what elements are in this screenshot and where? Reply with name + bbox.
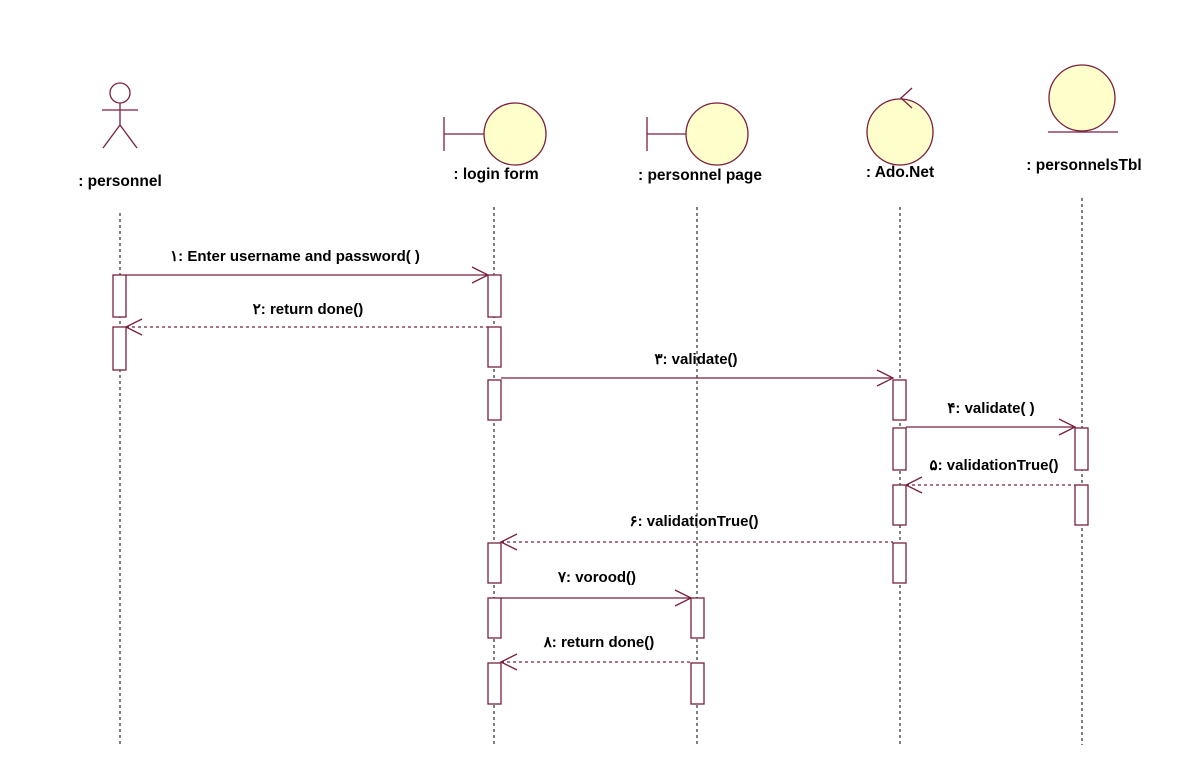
message-label: ۲: return done() bbox=[253, 301, 364, 318]
participant-ado-net: : Ado.Net bbox=[866, 87, 934, 745]
message-5: ۵: validationTrue() bbox=[904, 457, 1075, 494]
arrowhead bbox=[1058, 418, 1077, 436]
activation-bar bbox=[892, 542, 907, 584]
message-4: ۴: validate( ) bbox=[906, 400, 1077, 436]
participant-label: : personnel page bbox=[638, 167, 762, 184]
activation-bar bbox=[690, 662, 705, 705]
activation-bar bbox=[1074, 427, 1089, 471]
message-label: ۸: return done() bbox=[543, 634, 655, 651]
arrowhead bbox=[674, 589, 693, 607]
activation-bar bbox=[892, 427, 907, 471]
arrowhead bbox=[499, 533, 518, 551]
activation-bar bbox=[487, 662, 502, 705]
participant-personnel-page: : personnel page bbox=[638, 102, 762, 745]
participant-personnel: : personnel bbox=[78, 82, 162, 745]
message-6: ۶: validationTrue() bbox=[499, 513, 893, 551]
participant-personnels-tbl: : personnelsTbl bbox=[1026, 64, 1142, 745]
message-label: ۶: validationTrue() bbox=[630, 513, 759, 530]
entity-icon bbox=[1048, 64, 1118, 133]
activation-bar bbox=[112, 274, 127, 318]
message-2: ۲: return done() bbox=[124, 301, 488, 336]
message-label: ۴: validate( ) bbox=[947, 400, 1034, 417]
message-8: ۸: return done() bbox=[499, 634, 691, 671]
arrowhead bbox=[499, 653, 518, 671]
message-label: ۷: vorood() bbox=[557, 569, 636, 586]
boundary-icon bbox=[646, 102, 749, 166]
message-1: ۱: Enter username and password( ) bbox=[126, 248, 490, 284]
participant-label: : personnel bbox=[78, 173, 162, 190]
activation-bar bbox=[1074, 484, 1089, 526]
arrowhead bbox=[904, 476, 923, 494]
activation-bar bbox=[487, 274, 502, 318]
message-label: ۱: Enter username and password( ) bbox=[170, 248, 420, 265]
boundary-icon bbox=[443, 102, 547, 166]
participant-label: : personnelsTbl bbox=[1026, 157, 1141, 174]
activation-bar bbox=[112, 326, 127, 371]
message-label: ۳: validate() bbox=[654, 351, 737, 368]
activation-bar bbox=[690, 597, 705, 639]
actor-icon bbox=[102, 82, 138, 149]
activation-bar bbox=[487, 542, 502, 584]
activation-bar bbox=[892, 484, 907, 526]
arrowhead bbox=[124, 318, 143, 336]
participant-label: : Ado.Net bbox=[866, 164, 934, 181]
message-3: ۳: validate() bbox=[501, 351, 895, 387]
arrowhead bbox=[876, 369, 895, 387]
participant-label: : login form bbox=[453, 166, 538, 183]
activation-bar bbox=[487, 326, 502, 368]
activation-bar bbox=[487, 379, 502, 421]
participant-login-form: : login form bbox=[443, 102, 547, 745]
control-icon bbox=[866, 87, 934, 166]
activation-bars bbox=[112, 274, 1089, 705]
message-label: ۵: validationTrue() bbox=[930, 457, 1059, 474]
arrowhead bbox=[471, 266, 490, 284]
message-7: ۷: vorood() bbox=[501, 569, 693, 607]
activation-bar bbox=[487, 597, 502, 639]
activation-bar bbox=[892, 379, 907, 421]
